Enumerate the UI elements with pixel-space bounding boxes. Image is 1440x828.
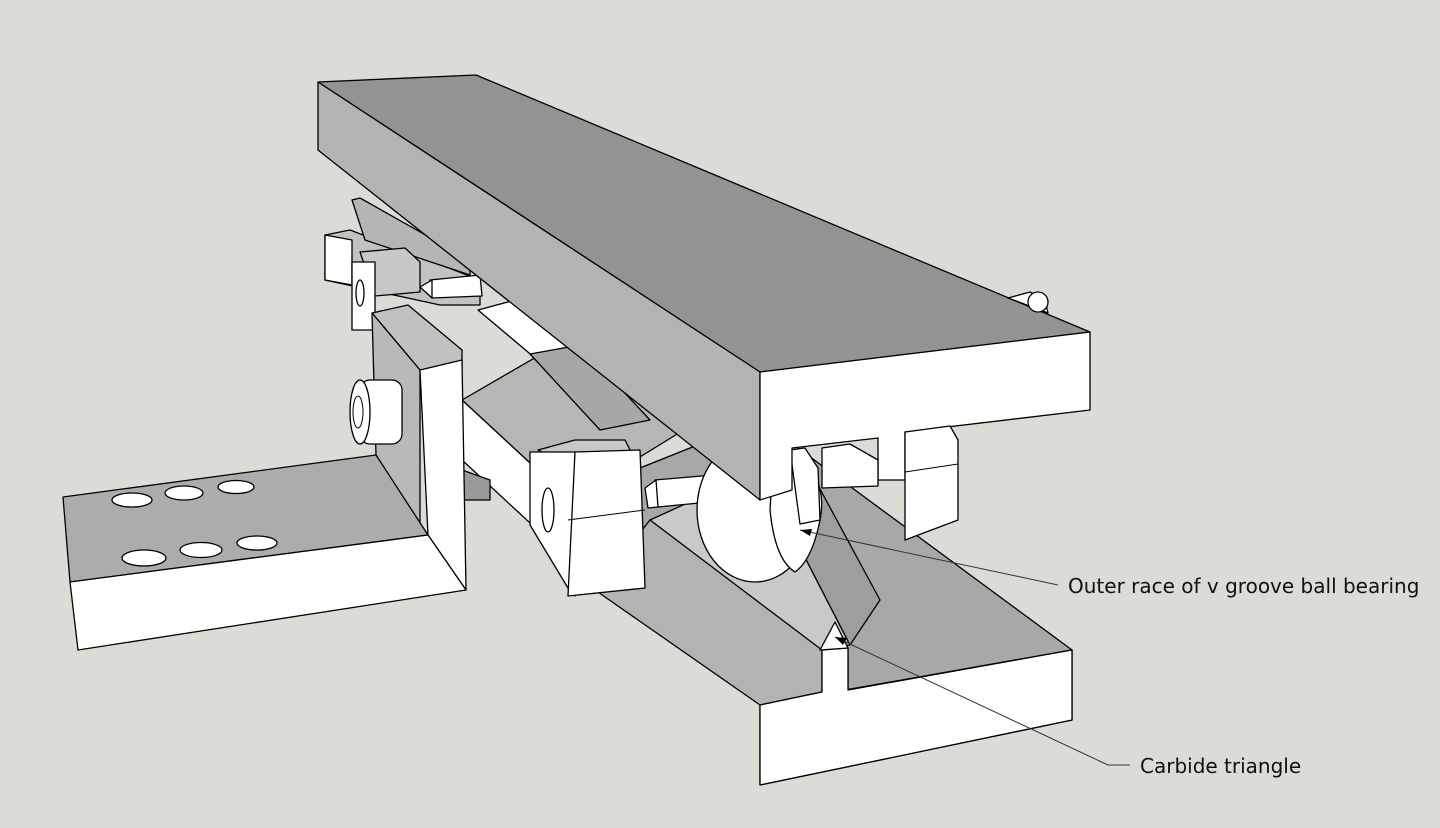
annotation-bearing: Outer race of v groove ball bearing [799, 529, 1419, 598]
l-bracket [62, 304, 467, 651]
top-beam [317, 74, 1091, 541]
annotation-carbide: Carbide triangle [834, 636, 1301, 778]
bracket-holes [111, 479, 278, 567]
label-carbide: Carbide triangle [1140, 754, 1301, 778]
label-bearing: Outer race of v groove ball bearing [1068, 574, 1419, 598]
socket-head-screw [349, 379, 403, 445]
rear-clamp [324, 197, 483, 331]
front-knuckle [529, 439, 646, 597]
